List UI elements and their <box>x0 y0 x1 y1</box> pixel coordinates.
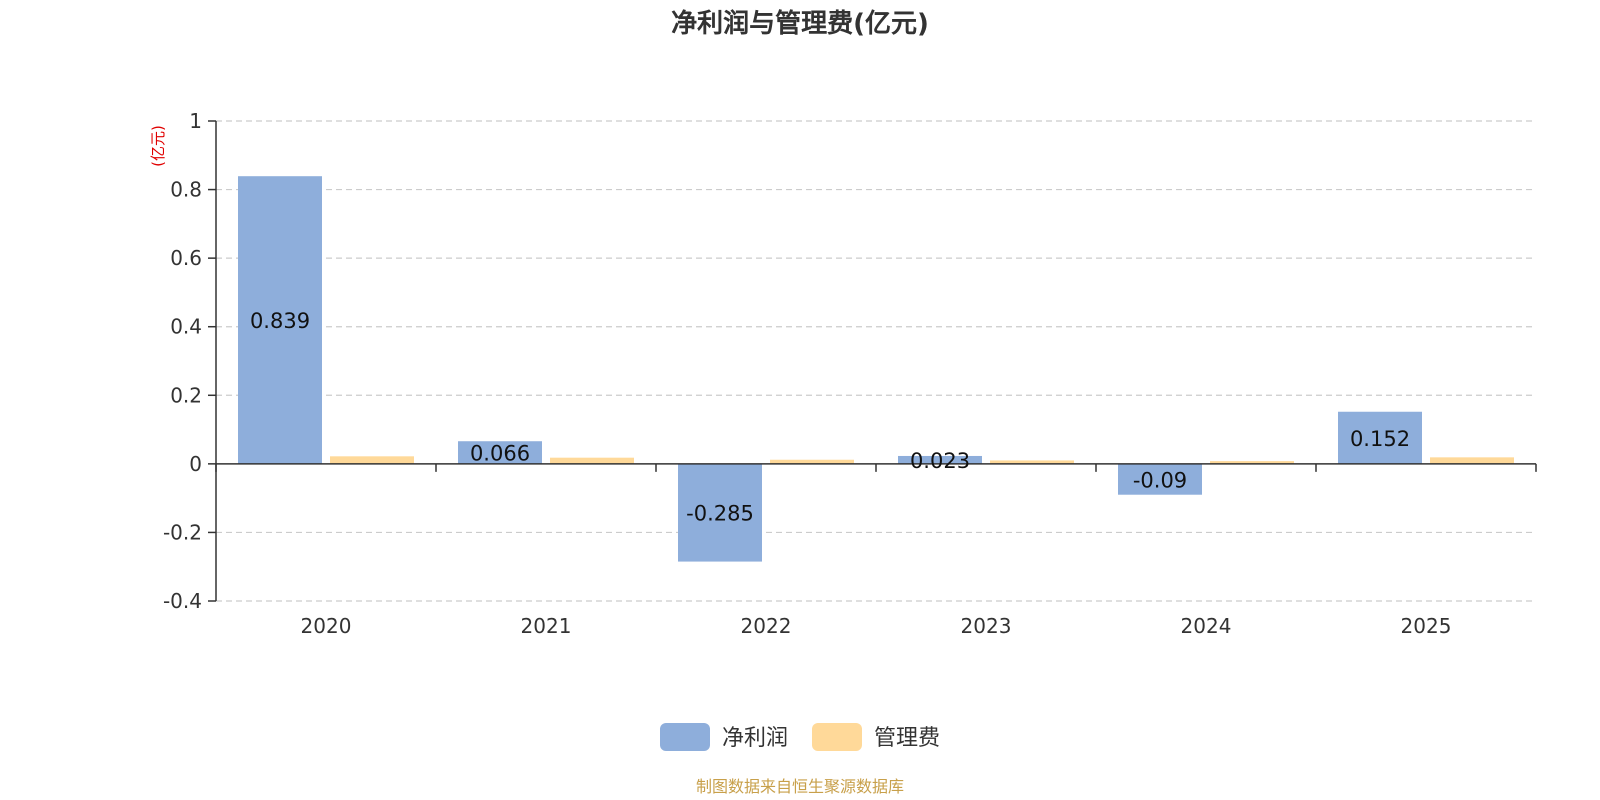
y-tick-label: -0.4 <box>163 589 202 613</box>
axes: 1 0.8 0.6 0.4 0.2 0 -0.2 -0.4 2020 2021 2022 2023 20… <box>163 109 1537 638</box>
x-tick-label: 2020 <box>301 614 352 638</box>
legend-label: 净利润 <box>722 726 788 751</box>
chart-title: 净利润与管理费(亿元) <box>671 8 929 39</box>
bar-management-fee <box>990 460 1074 464</box>
bar-net-profit <box>1118 463 1202 495</box>
bar-management-fee <box>1430 457 1514 464</box>
y-tick-label: 0 <box>189 452 202 476</box>
bar-management-fee <box>770 459 854 464</box>
legend-swatch <box>812 723 862 751</box>
bar-net-profit <box>1338 411 1422 464</box>
bars <box>238 176 1514 562</box>
y-tick-label: 0.2 <box>170 383 202 407</box>
bar-management-fee <box>330 456 414 464</box>
y-tick-label: -0.2 <box>163 520 202 544</box>
bar-net-profit <box>238 176 322 464</box>
y-tick-label: 0.6 <box>170 246 202 270</box>
legend: 净利润 管理费 <box>660 723 940 751</box>
bar-management-fee <box>550 457 634 464</box>
data-source-note: 制图数据来自恒生聚源数据库 <box>696 777 904 796</box>
y-tick-label: 1 <box>189 109 202 133</box>
bar-value-label: -0.09 <box>1133 468 1187 492</box>
bar-management-fee <box>1210 461 1294 464</box>
y-tick-label: 0.4 <box>170 315 202 339</box>
grid-lines <box>216 120 1536 602</box>
bar-value-label: 0.023 <box>910 449 970 473</box>
bar-value-label: 0.152 <box>1350 427 1410 451</box>
x-tick-label: 2025 <box>1401 614 1452 638</box>
legend-label: 管理费 <box>874 726 940 751</box>
x-tick-label: 2022 <box>741 614 792 638</box>
bar-value-label: 0.066 <box>470 442 530 466</box>
bar-net-profit <box>898 455 982 464</box>
y-axis-unit-label: (亿元) <box>149 125 167 167</box>
bar-value-label: 0.839 <box>250 309 310 333</box>
legend-swatch <box>660 723 710 751</box>
bar-net-profit <box>678 463 762 562</box>
x-tick-label: 2023 <box>961 614 1012 638</box>
data-labels: 0.839 0.066 -0.285 0.023 -0.09 0.152 <box>250 309 1410 526</box>
bar-value-label: -0.285 <box>686 502 754 526</box>
x-tick-label: 2021 <box>521 614 572 638</box>
y-tick-label: 0.8 <box>170 178 202 202</box>
x-tick-label: 2024 <box>1181 614 1232 638</box>
bar-net-profit <box>458 441 542 464</box>
